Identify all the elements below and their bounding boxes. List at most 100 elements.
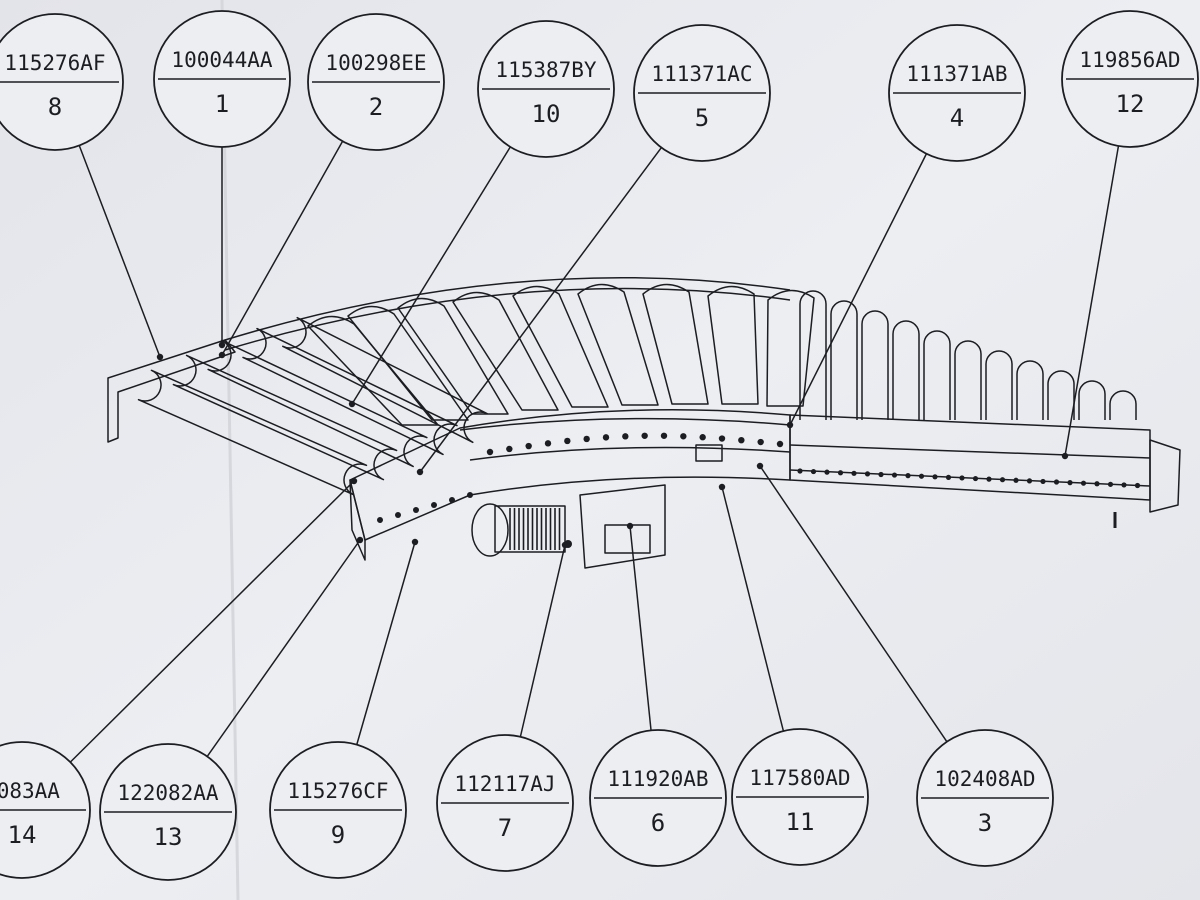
roller [954, 340, 982, 420]
outer-rail-lower [224, 287, 791, 351]
item-number: 1 [215, 90, 229, 118]
callout-balloon: 111920AB 6 [589, 729, 727, 867]
frame-bolt [413, 507, 419, 513]
item-number: 4 [950, 104, 964, 132]
roller [1047, 370, 1075, 420]
frame-bolt [959, 475, 965, 481]
leader-line [78, 145, 161, 358]
roller [207, 339, 428, 468]
roller [1078, 380, 1106, 420]
roller [452, 291, 559, 411]
frame-bolt [377, 517, 383, 523]
callout-balloon: 122082AA 13 [99, 743, 237, 881]
curved-roller-conveyor [107, 276, 1181, 569]
frame-bolt [641, 432, 648, 439]
frame-bolt [583, 435, 590, 443]
leader-line [519, 544, 566, 737]
frame-bolt [486, 448, 494, 456]
frame-bolt [467, 492, 473, 498]
frame-bolt [932, 474, 938, 480]
frame-bolt [1026, 478, 1033, 484]
leader-dot [561, 541, 569, 549]
frame-bolt [431, 502, 437, 508]
frame-bolt [1121, 482, 1127, 488]
drive-motor [471, 503, 572, 557]
item-number: 2 [369, 93, 383, 121]
leader-line [221, 140, 344, 356]
frame-bolt [544, 440, 552, 447]
frame-bolt [699, 434, 706, 441]
leader-line [419, 147, 663, 473]
frame-bolt [972, 475, 979, 482]
frame-bolt [837, 470, 844, 476]
roller [923, 330, 951, 420]
leader-dot [718, 483, 726, 491]
item-number: 13 [154, 823, 183, 851]
leader-dot [786, 421, 794, 429]
frame-bolt [776, 440, 784, 448]
roller [642, 283, 709, 405]
leader-dot [356, 536, 364, 544]
frame-bolt [918, 473, 925, 479]
callout-balloon: 100044AA 1 [153, 10, 291, 148]
frame-bolt [1107, 481, 1114, 487]
part-number: 115387BY [495, 58, 597, 82]
roller [347, 305, 469, 421]
frame-bolt [395, 512, 401, 518]
leader-dot [416, 468, 424, 476]
roller [242, 327, 458, 456]
paper-fold-line [220, 0, 240, 900]
roller [985, 350, 1013, 420]
frame-bolt [525, 442, 532, 450]
outer-rail [224, 276, 791, 341]
part-number: 100044AA [171, 48, 273, 72]
leader-line [789, 153, 928, 426]
item-number: 9 [331, 821, 345, 849]
leader-lines [69, 140, 1120, 763]
leader-dot [348, 400, 356, 408]
frame-bolt [506, 445, 513, 453]
part-number: 115276AF [4, 51, 105, 75]
leader-dot [218, 351, 226, 359]
frame-bolt [864, 471, 871, 477]
leader-dot [1061, 452, 1069, 460]
frame-bolt [564, 437, 571, 445]
frame-bolt [945, 474, 952, 480]
item-number: 6 [651, 809, 665, 837]
leader-line [1064, 145, 1120, 457]
part-number: 100298EE [325, 51, 426, 75]
part-number: 111920AB [607, 767, 708, 791]
leader-line [759, 465, 948, 743]
left-end-frame [107, 339, 236, 443]
frame-bolt [449, 497, 455, 503]
frame-bolt [999, 477, 1006, 483]
item-number: 12 [1116, 90, 1145, 118]
frame-bolt [757, 438, 764, 446]
item-number: 3 [978, 809, 992, 837]
roller [1109, 390, 1137, 420]
leader-dot [411, 538, 419, 546]
leader-line [351, 146, 511, 405]
leader-line [721, 486, 785, 732]
roller [307, 315, 439, 426]
frame-bolt [810, 468, 817, 475]
frame-bolt [986, 476, 992, 482]
leader-line [629, 525, 652, 731]
roller [512, 285, 609, 408]
frame-bolt [680, 433, 687, 440]
roller [766, 289, 815, 407]
part-number: 122082AA [117, 781, 219, 805]
leader-line [69, 480, 355, 763]
part-number: 111371AC [651, 62, 752, 86]
